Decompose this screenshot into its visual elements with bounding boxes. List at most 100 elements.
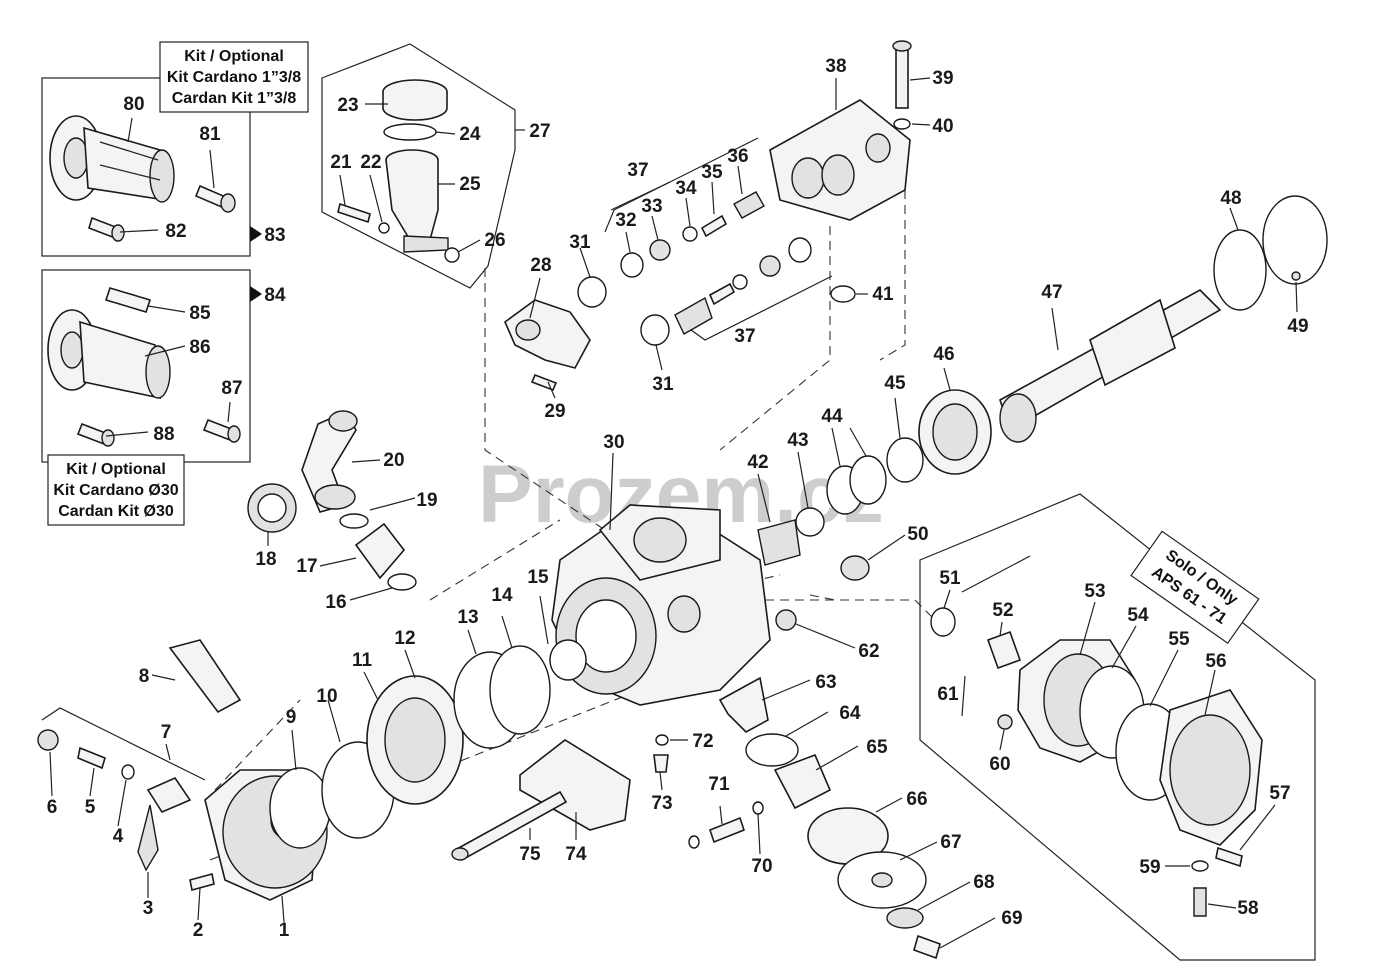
callout-17: 17: [296, 556, 317, 577]
callout-48: 48: [1220, 188, 1241, 209]
callout-1: 1: [279, 920, 290, 941]
callout-72: 72: [692, 731, 713, 752]
callout-43: 43: [787, 430, 808, 451]
callout-15: 15: [527, 567, 549, 588]
callout-42: 42: [747, 452, 768, 473]
leader-lines: [49, 77, 1298, 949]
callout-69: 69: [1001, 908, 1022, 929]
part-drawings: [37, 40, 1328, 960]
callout-62: 62: [858, 641, 879, 662]
callout-14: 14: [491, 585, 513, 606]
kit-30-line3: Cardan Kit Ø30: [58, 503, 174, 520]
callout-7: 7: [161, 722, 172, 743]
callout-80: 80: [123, 94, 144, 115]
callout-68: 68: [973, 872, 994, 893]
callout-20: 20: [383, 450, 404, 471]
callout-34: 34: [675, 178, 697, 199]
callout-86: 86: [189, 337, 210, 358]
callout-32: 32: [615, 210, 636, 231]
callout-27: 27: [529, 121, 550, 142]
kit-138-line2: Kit Cardano 1”3/8: [167, 69, 301, 86]
kit-30-line1: Kit / Optional: [66, 461, 166, 478]
callout-16: 16: [325, 592, 346, 613]
callout-19: 19: [416, 490, 437, 511]
callout-2: 2: [193, 920, 204, 941]
callout-8: 8: [139, 666, 150, 687]
callout-29: 29: [544, 401, 565, 422]
callout-81: 81: [199, 124, 221, 145]
callout-65: 65: [866, 737, 888, 758]
callout-64: 64: [839, 703, 861, 724]
callout-61: 61: [937, 684, 959, 705]
callout-53: 53: [1084, 581, 1105, 602]
callout-numbers: 80 81 82 83 84 85 86 87 88 23 24 25 26 2…: [47, 56, 1309, 941]
callout-11: 11: [352, 650, 373, 671]
callout-12: 12: [394, 628, 415, 649]
solo-only-label: Solo / Only APS 61 - 71: [1130, 530, 1260, 645]
callout-67: 67: [940, 832, 961, 853]
callout-60: 60: [989, 754, 1010, 775]
callout-35: 35: [701, 162, 723, 183]
callout-55: 55: [1168, 629, 1190, 650]
kit-138-line3: Cardan Kit 1”3/8: [172, 90, 297, 107]
callout-41: 41: [872, 284, 894, 305]
callout-56: 56: [1205, 651, 1226, 672]
callout-84: 84: [264, 285, 286, 306]
callout-22: 22: [360, 152, 381, 173]
callout-82: 82: [165, 221, 186, 242]
callout-31b: 31: [652, 374, 674, 395]
callout-6: 6: [47, 797, 58, 818]
callout-52: 52: [992, 600, 1013, 621]
callout-59: 59: [1139, 857, 1160, 878]
callout-63: 63: [815, 672, 836, 693]
callout-44: 44: [821, 406, 843, 427]
callout-73: 73: [651, 793, 672, 814]
callout-30: 30: [603, 432, 624, 453]
callout-54: 54: [1127, 605, 1149, 626]
callout-87: 87: [221, 378, 242, 399]
kit-138-line1: Kit / Optional: [184, 48, 284, 65]
callout-45: 45: [884, 373, 906, 394]
callout-50: 50: [907, 524, 928, 545]
callout-66: 66: [906, 789, 927, 810]
callout-51: 51: [939, 568, 961, 589]
callout-71: 71: [708, 774, 730, 795]
callout-31a: 31: [569, 232, 591, 253]
callout-83: 83: [264, 225, 285, 246]
callout-47: 47: [1041, 282, 1062, 303]
callout-37b: 37: [734, 326, 755, 347]
arrow-84: [250, 286, 262, 302]
callout-58: 58: [1237, 898, 1258, 919]
callout-85: 85: [189, 303, 211, 324]
callout-49: 49: [1287, 316, 1308, 337]
callout-33: 33: [641, 196, 662, 217]
callout-9: 9: [286, 707, 297, 728]
callout-23: 23: [337, 95, 358, 116]
callout-39: 39: [932, 68, 953, 89]
callout-36: 36: [727, 146, 748, 167]
callout-57: 57: [1269, 783, 1290, 804]
callout-10: 10: [316, 686, 337, 707]
callout-4: 4: [113, 826, 124, 847]
callout-21: 21: [330, 152, 352, 173]
callout-3: 3: [143, 898, 154, 919]
callout-24: 24: [459, 124, 481, 145]
callout-75: 75: [519, 844, 541, 865]
callout-37a: 37: [627, 160, 648, 181]
callout-88: 88: [153, 424, 174, 445]
callout-70: 70: [751, 856, 772, 877]
kit-30-line2: Kit Cardano Ø30: [53, 482, 178, 499]
callout-18: 18: [255, 549, 276, 570]
callout-5: 5: [85, 797, 96, 818]
callout-26: 26: [484, 230, 505, 251]
callout-46: 46: [933, 344, 954, 365]
callout-25: 25: [459, 174, 481, 195]
callout-74: 74: [565, 844, 587, 865]
kit-cardano-138-box: Kit / Optional Kit Cardano 1”3/8 Cardan …: [41, 41, 309, 257]
callout-28: 28: [530, 255, 551, 276]
arrow-83: [250, 226, 262, 242]
callout-38: 38: [825, 56, 846, 77]
kit-cardano-30-box: Kit / Optional Kit Cardano Ø30 Cardan Ki…: [41, 269, 251, 526]
callout-13: 13: [457, 607, 478, 628]
